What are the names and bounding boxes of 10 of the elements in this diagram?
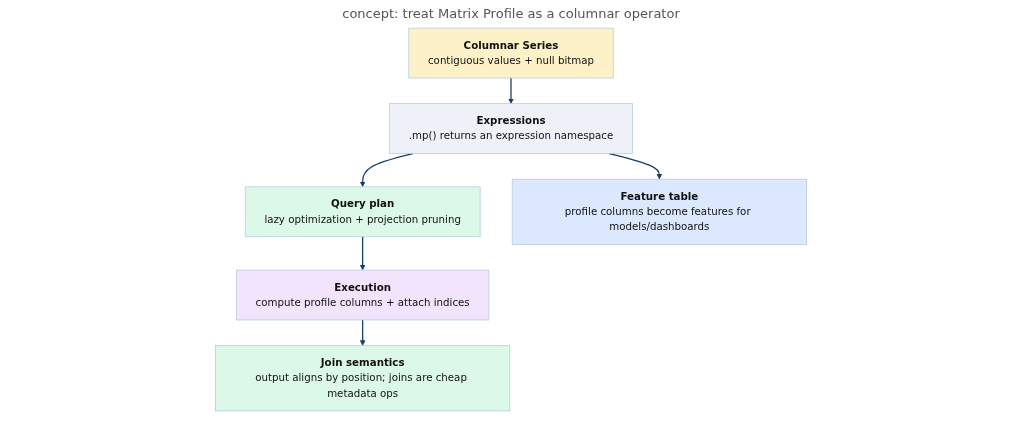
node-box: Execution compute profile columns + attach indices bbox=[236, 269, 490, 321]
diagram-title: concept: treat Matrix Profile as a columnar operator bbox=[341, 6, 681, 21]
node-box: Query plan lazy optimization + projection pruning bbox=[244, 186, 481, 238]
arrow bbox=[359, 319, 366, 346]
arrow bbox=[359, 236, 366, 271]
node-box: Join semantics output aligns by position; joins are cheap metadata ops bbox=[215, 345, 511, 412]
node-box: Feature table profile columns become features for models/dashboards bbox=[511, 178, 807, 245]
node-box: Expressions .mp() returns an expression namespace bbox=[389, 103, 633, 154]
arrow bbox=[508, 77, 514, 104]
node-box: Columnar Series contiguous values + null bitmap bbox=[408, 27, 614, 79]
